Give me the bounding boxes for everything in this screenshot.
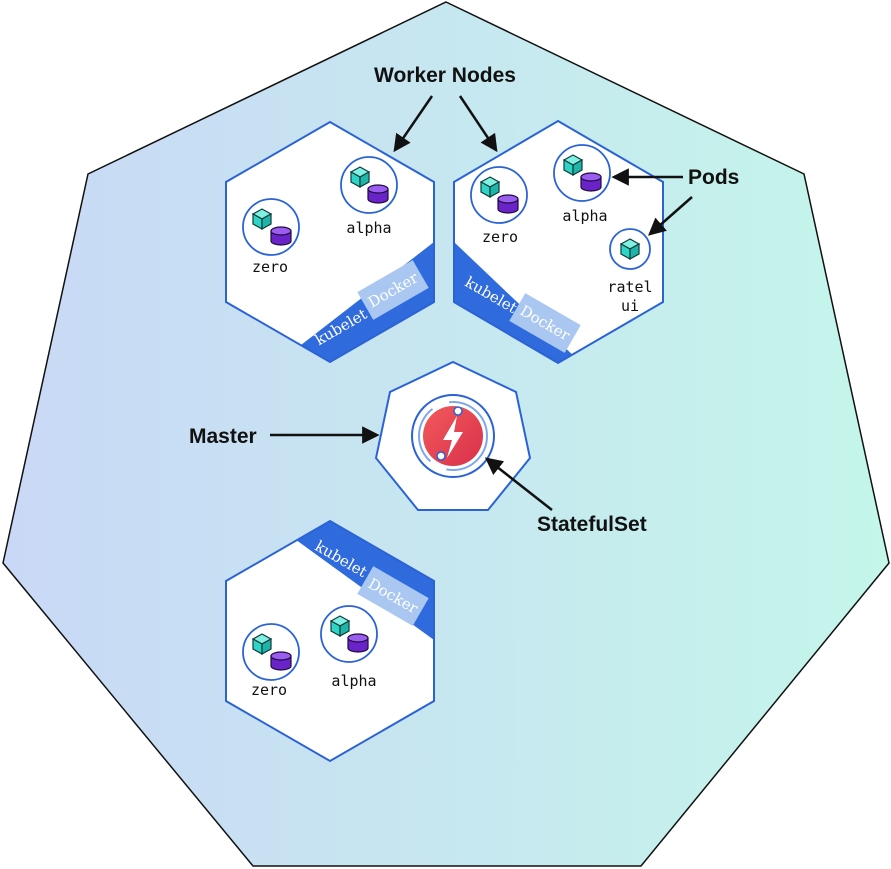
cube-icon — [252, 208, 272, 230]
statefulset-callout: StatefulSet — [537, 513, 647, 536]
pod-alpha: alpha — [553, 144, 611, 225]
database-cylinder-icon — [270, 651, 292, 671]
database-cylinder-icon — [580, 172, 602, 192]
arrow-icon — [393, 95, 434, 153]
pod-alpha: alpha — [340, 156, 398, 237]
arrow-icon — [458, 95, 498, 153]
cube-icon — [563, 154, 583, 176]
worker-node-2: Docker kubelet zero alpha ratel ui — [453, 119, 664, 365]
pod-label: alpha — [331, 672, 376, 690]
database-cylinder-icon — [270, 226, 292, 246]
pod-ratel-ui: ratel ui — [607, 228, 653, 315]
pod-zero: zero — [242, 623, 300, 699]
pod-label-line2: ui — [621, 297, 639, 315]
pod-label: ratel — [607, 278, 652, 296]
pod-label: zero — [482, 228, 518, 246]
docker-box — [509, 293, 581, 353]
pod-label: zero — [251, 681, 287, 699]
pod-zero: zero — [242, 198, 300, 276]
pod-label: alpha — [562, 207, 607, 225]
arrow-icon — [648, 196, 693, 236]
worker-nodes-callout: Worker Nodes — [374, 64, 516, 87]
pod-zero: zero — [470, 166, 528, 246]
dgraph-logo-icon — [411, 394, 495, 478]
cube-icon — [330, 615, 350, 637]
master-callout: Master — [189, 425, 257, 448]
database-cylinder-icon — [497, 194, 519, 214]
worker-node-3: Docker kubelet zero alpha — [225, 519, 435, 763]
pod-label: zero — [252, 258, 288, 276]
cube-icon — [480, 176, 500, 198]
cube-icon — [252, 633, 272, 655]
pod-alpha: alpha — [320, 605, 378, 690]
cube-icon — [620, 238, 640, 260]
cube-icon — [350, 166, 370, 188]
docker-box — [357, 260, 429, 320]
arrow-icon — [484, 457, 553, 511]
database-cylinder-icon — [367, 184, 389, 204]
pod-label: alpha — [346, 219, 391, 237]
database-cylinder-icon — [347, 633, 369, 653]
pods-callout: Pods — [688, 166, 739, 189]
docker-box — [357, 566, 429, 626]
